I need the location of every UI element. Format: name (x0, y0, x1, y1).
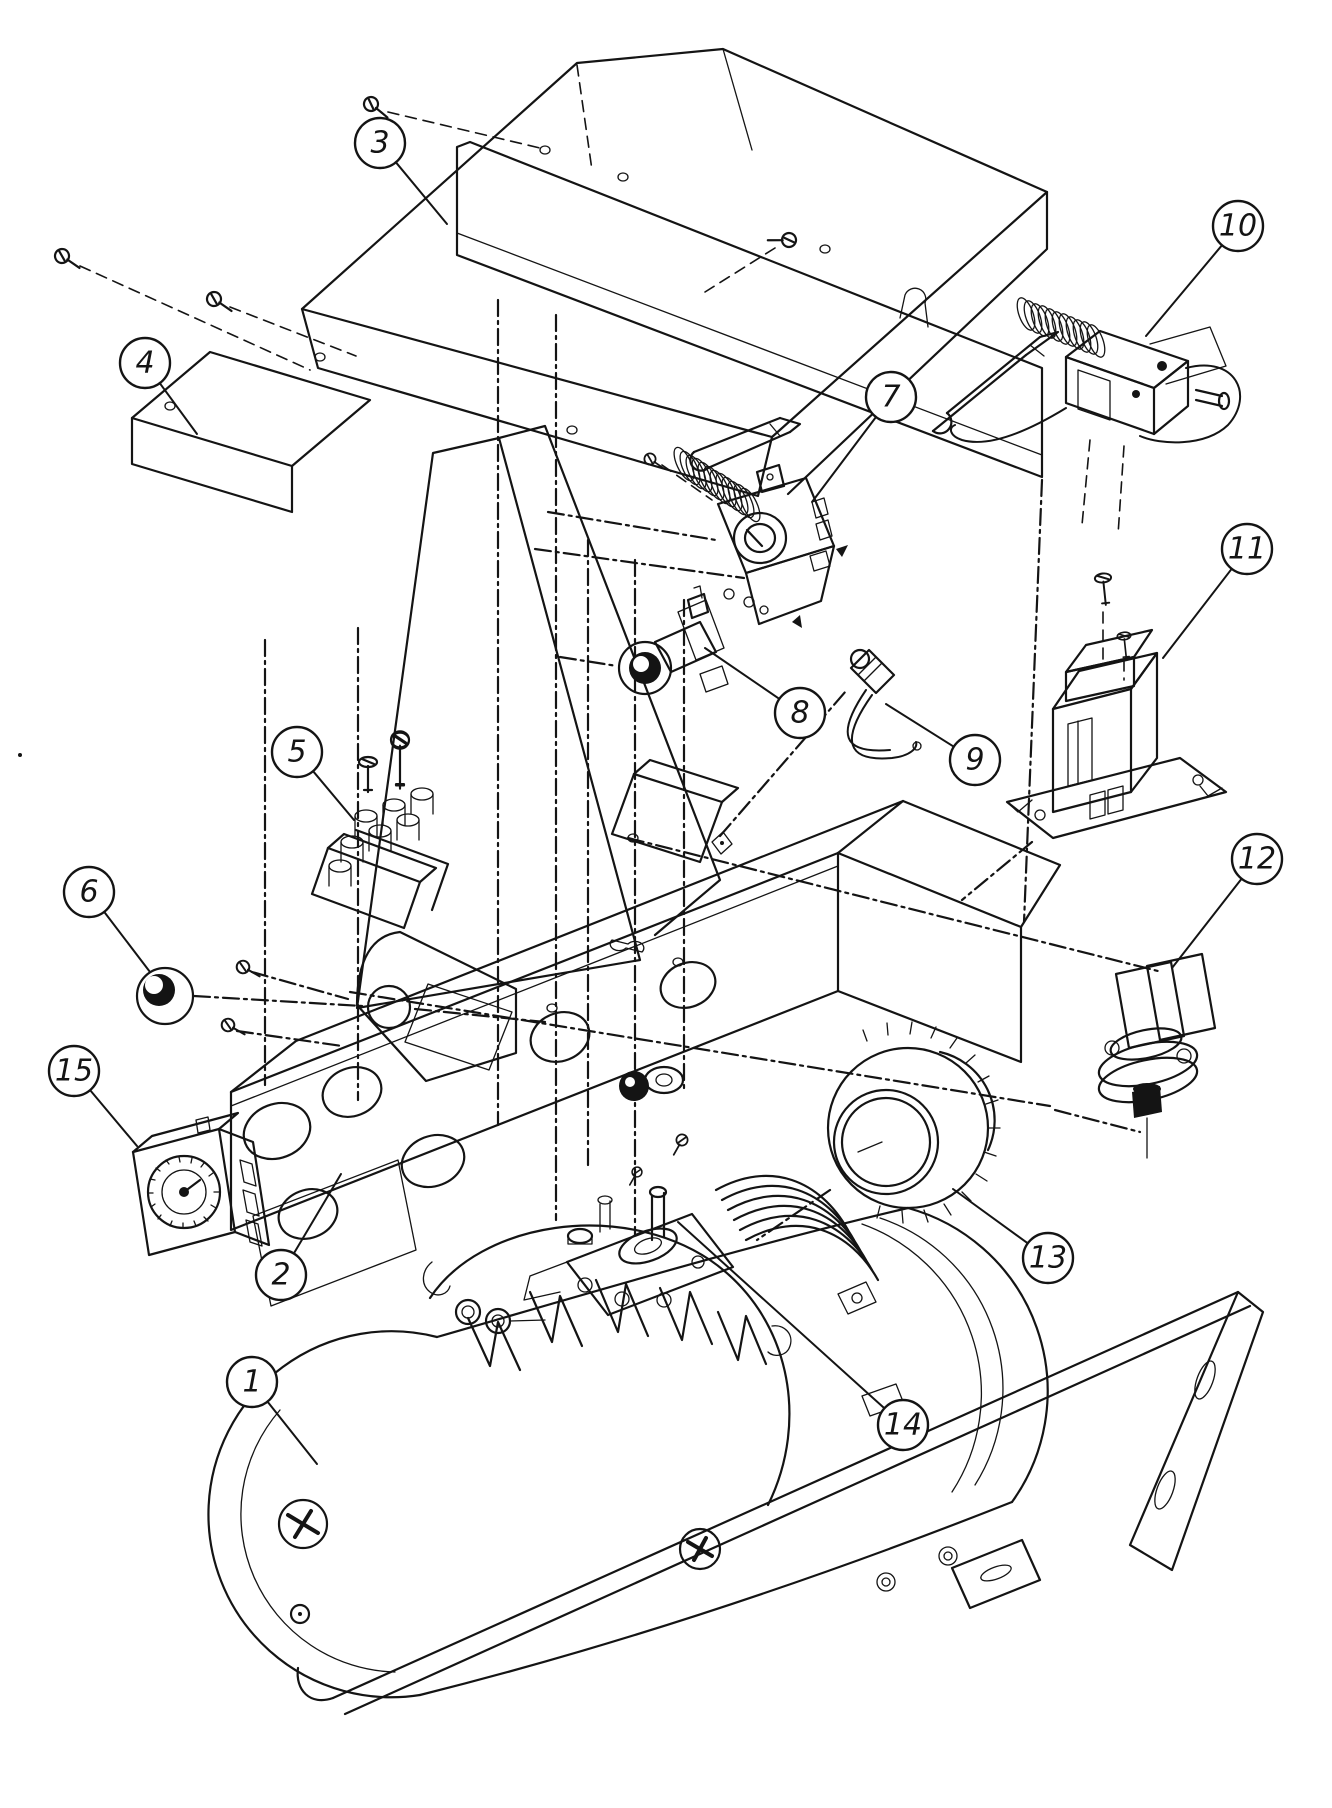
chassis (229, 758, 1062, 1307)
timer (131, 1111, 271, 1257)
callout-leader (292, 1173, 342, 1255)
callout-circle (876, 1398, 930, 1452)
callout-leader (1171, 877, 1243, 969)
callout-number: 5 (287, 735, 306, 770)
callout-circle (118, 336, 172, 390)
callout-leader (103, 910, 151, 973)
callout-13: 13 (952, 1188, 1075, 1285)
callout-leader (1145, 244, 1223, 337)
callout-circle (864, 370, 918, 424)
callout-leader (885, 703, 955, 748)
capillary-probe-7 (689, 416, 802, 472)
callout-circle (270, 725, 324, 779)
callout-circle (1211, 199, 1265, 253)
callout-10: 10 (1145, 199, 1265, 337)
callout-leader (677, 1221, 886, 1410)
callout-14: 14 (677, 1221, 930, 1452)
capillary-coil-10 (1016, 297, 1106, 358)
sensor-probe (846, 648, 922, 760)
solenoid-valve (617, 585, 729, 696)
callout-number: 12 (1238, 842, 1276, 877)
back-mounting-panels (355, 424, 733, 1010)
callout-circle (1230, 832, 1284, 886)
callout-number: 2 (271, 1258, 290, 1293)
capillary-coil-7 (673, 446, 761, 523)
callout-number: 14 (884, 1408, 922, 1443)
callout-leader (312, 770, 355, 821)
callout-2: 2 (254, 1173, 342, 1302)
gas-control-valve (673, 416, 848, 628)
callout-7: 7 (811, 370, 918, 503)
callout-circle (47, 1044, 101, 1098)
mounting-screws (52, 93, 800, 1036)
callout-circle (353, 116, 407, 170)
callout-number: 8 (790, 696, 809, 731)
pump-head (454, 1065, 735, 1335)
contactor (1005, 571, 1228, 840)
side-panel (130, 350, 372, 514)
callout-leader (158, 382, 198, 435)
callout-number: 3 (370, 126, 389, 161)
callout-leader (266, 1400, 318, 1465)
callout-number: 6 (79, 875, 98, 910)
callout-number: 15 (55, 1054, 93, 1089)
callout-8: 8 (704, 647, 827, 740)
callout-number: 1 (242, 1365, 261, 1400)
callout-circle (948, 733, 1002, 787)
capillary-probe-10 (931, 330, 1060, 435)
control-knob (135, 966, 195, 1026)
callout-circle (773, 686, 827, 740)
callout-9: 9 (885, 703, 1002, 787)
thermostat (931, 297, 1241, 536)
terminal-block (310, 730, 450, 930)
callout-leader (394, 161, 448, 225)
callout-circle (225, 1355, 279, 1409)
callout-11: 11 (1162, 522, 1274, 659)
scan-artifact-dot (18, 753, 22, 757)
pressure-switch (1097, 952, 1217, 1159)
callout-leader (1162, 567, 1233, 659)
callout-number: 9 (965, 743, 984, 778)
callout-12: 12 (1171, 832, 1284, 969)
callout-circle (62, 865, 116, 919)
callout-leader (811, 416, 877, 503)
ring-nut (826, 1021, 1001, 1224)
pulley-belt (714, 1174, 880, 1315)
callout-15: 15 (47, 1044, 138, 1147)
callout-leader (952, 1188, 1029, 1245)
callout-3: 3 (353, 116, 448, 225)
callout-number: 7 (881, 380, 900, 415)
callout-circle (1220, 522, 1274, 576)
callout-4: 4 (118, 336, 198, 435)
callout-5: 5 (270, 725, 355, 821)
callout-number: 4 (135, 346, 154, 381)
callout-leader (89, 1089, 138, 1147)
timer-dial-teeth (147, 1156, 221, 1229)
callout-6: 6 (62, 865, 151, 973)
callout-circle (1021, 1231, 1075, 1285)
callout-number: 11 (1228, 532, 1266, 567)
callout-number: 10 (1219, 209, 1257, 244)
base-rail (296, 1290, 1265, 1716)
callout-leader (704, 647, 781, 700)
callout-circle (254, 1248, 308, 1302)
motor-bell-housing (422, 1224, 792, 1507)
callout-1: 1 (225, 1355, 318, 1465)
callout-number: 13 (1029, 1241, 1067, 1276)
